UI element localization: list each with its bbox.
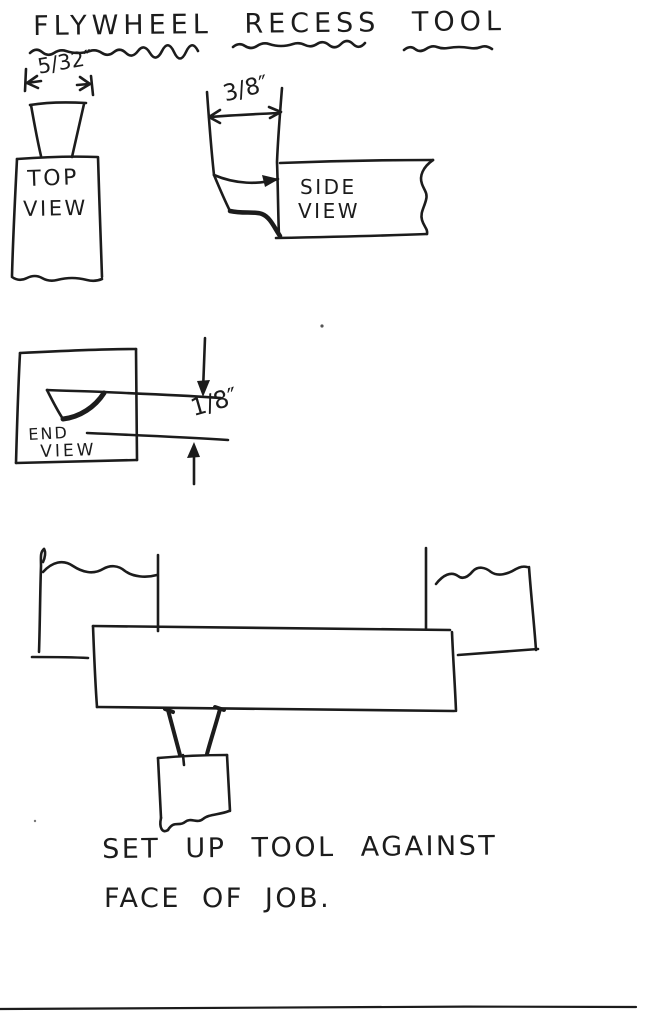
setup-drawing: [30, 546, 540, 833]
end-view-label-line2: VIEW: [39, 440, 97, 462]
caption-line2: FACE OF JOB.: [104, 883, 332, 914]
top-view-dimension-arrows: [23, 67, 95, 97]
page-edge-line: [0, 1005, 638, 1011]
title-underline: [28, 39, 494, 60]
end-view-drawing: [14, 336, 230, 486]
top-view-label-line2: VIEW: [22, 195, 88, 221]
pen-dot: [33, 819, 37, 823]
pen-dot: [320, 324, 324, 328]
side-view-label-line2: VIEW: [298, 199, 360, 223]
side-view-drawing: [205, 86, 435, 240]
page-title: FLYWHEEL RECESS TOOL: [32, 6, 507, 42]
side-view-label-line1: SIDE: [300, 175, 357, 199]
caption-line1: SET UP TOOL AGAINST: [101, 830, 498, 865]
top-view-label-line1: TOP: [26, 165, 80, 192]
top-view-drawing: [10, 101, 104, 283]
